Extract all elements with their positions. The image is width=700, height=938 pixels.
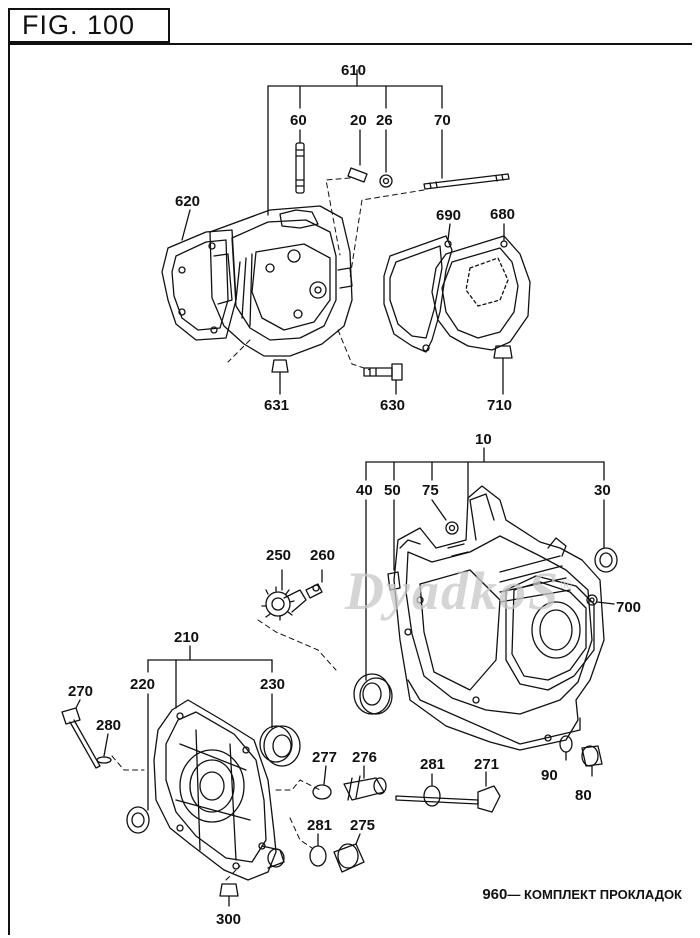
callout-30: 30 bbox=[594, 482, 611, 499]
callout-271: 271 bbox=[474, 756, 499, 773]
callout-250: 250 bbox=[266, 547, 291, 564]
callout-230: 230 bbox=[260, 676, 285, 693]
rod-70 bbox=[423, 173, 510, 190]
sleeve-276 bbox=[343, 765, 387, 801]
washer-90 bbox=[559, 735, 573, 761]
callout-260: 260 bbox=[310, 547, 335, 564]
callout-80: 80 bbox=[575, 787, 592, 804]
figure-title: FIG. 100 bbox=[8, 8, 170, 43]
bolt-631 bbox=[271, 359, 289, 395]
washer-281a bbox=[423, 773, 441, 807]
callout-690: 690 bbox=[436, 207, 461, 224]
nut-26 bbox=[379, 174, 393, 188]
figure-frame bbox=[8, 43, 692, 935]
callout-10: 10 bbox=[475, 431, 492, 448]
head-cover-680 bbox=[431, 223, 531, 351]
oring-277 bbox=[312, 765, 332, 800]
callout-280: 280 bbox=[96, 717, 121, 734]
nut-710 bbox=[493, 345, 513, 395]
cover-gasket-690 bbox=[383, 223, 453, 353]
cylinder-head bbox=[209, 205, 353, 357]
dowel-20 bbox=[347, 167, 368, 183]
oil-filler-270 bbox=[61, 699, 101, 769]
oil-seal-40 bbox=[353, 673, 393, 715]
shaft-271 bbox=[395, 771, 501, 813]
leader-610 bbox=[267, 69, 443, 216]
gasket-kit-note: 960— КОМПЛЕКТ ПРОКЛАДОК bbox=[482, 886, 682, 903]
oil-seal-30 bbox=[594, 547, 618, 573]
callout-50: 50 bbox=[384, 482, 401, 499]
callout-631: 631 bbox=[264, 397, 289, 414]
callout-277: 277 bbox=[312, 749, 337, 766]
watermark: DyadkoS® bbox=[345, 561, 574, 621]
gasket-kit-description: КОМПЛЕКТ ПРОКЛАДОК bbox=[523, 887, 682, 902]
callout-630: 630 bbox=[380, 397, 405, 414]
callout-270: 270 bbox=[68, 683, 93, 700]
leader-10 bbox=[365, 447, 605, 681]
callout-40: 40 bbox=[356, 482, 373, 499]
oil-seal-230 bbox=[259, 725, 301, 767]
callout-620: 620 bbox=[175, 193, 200, 210]
callout-275: 275 bbox=[350, 817, 375, 834]
callout-26: 26 bbox=[376, 112, 393, 129]
cap-275 bbox=[333, 833, 365, 873]
callout-610: 610 bbox=[341, 62, 366, 79]
washer-281b bbox=[309, 833, 327, 867]
bolt-630 bbox=[363, 363, 403, 395]
callout-20: 20 bbox=[350, 112, 367, 129]
head-gasket-620 bbox=[161, 209, 237, 341]
pin-260 bbox=[305, 569, 323, 599]
callout-210: 210 bbox=[174, 629, 199, 646]
callout-276: 276 bbox=[352, 749, 377, 766]
callout-281-lower: 281 bbox=[307, 817, 332, 834]
callout-70: 70 bbox=[434, 112, 451, 129]
leader-210 bbox=[147, 645, 273, 811]
callout-710: 710 bbox=[487, 397, 512, 414]
governor-gear-250 bbox=[261, 569, 307, 621]
drain-plug-80 bbox=[581, 745, 603, 777]
gasket-kit-number: 960 bbox=[482, 886, 508, 903]
callout-75: 75 bbox=[422, 482, 439, 499]
callout-300: 300 bbox=[216, 911, 241, 928]
callout-281-upper: 281 bbox=[420, 756, 445, 773]
nut-75 bbox=[445, 521, 459, 535]
bolt-300 bbox=[219, 883, 239, 907]
callout-90: 90 bbox=[541, 767, 558, 784]
oring-280 bbox=[96, 733, 112, 764]
callout-700: 700 bbox=[616, 599, 641, 616]
callout-680: 680 bbox=[490, 206, 515, 223]
crankcase-cover bbox=[153, 699, 285, 881]
stud-60 bbox=[295, 142, 305, 194]
gasket-kit-dash: — bbox=[507, 887, 521, 902]
callout-60: 60 bbox=[290, 112, 307, 129]
callout-220: 220 bbox=[130, 676, 155, 693]
seal-220 bbox=[126, 806, 150, 834]
crankcase bbox=[393, 485, 605, 751]
